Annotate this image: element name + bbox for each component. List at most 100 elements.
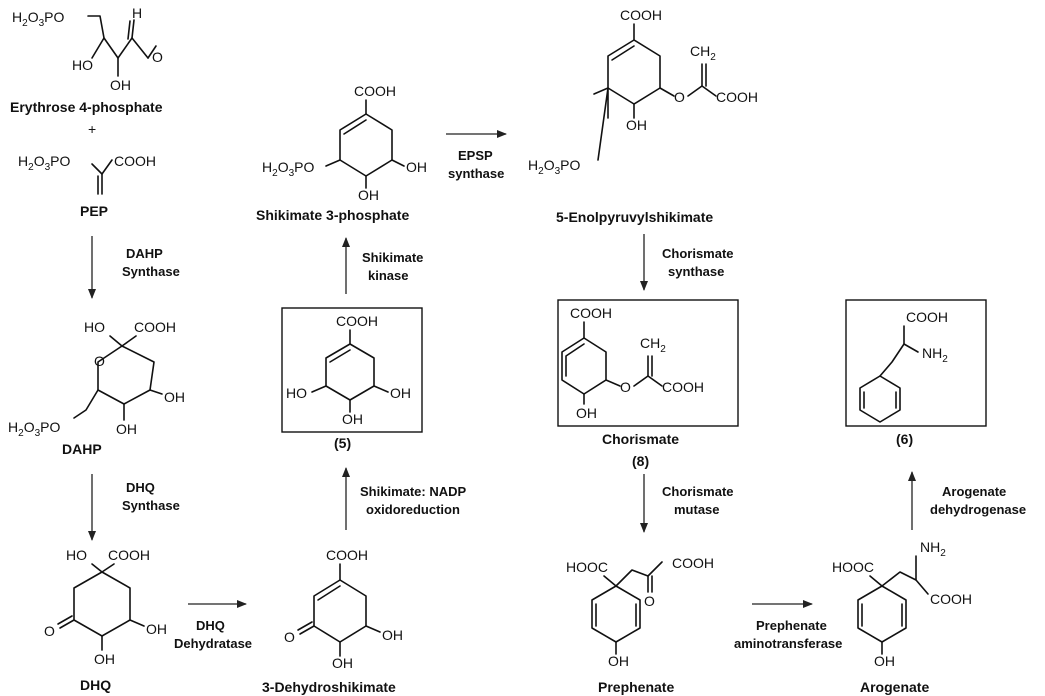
plus-sign: +	[88, 121, 96, 137]
atom-label: H2O3PO	[528, 157, 580, 177]
atom-label: OH	[608, 653, 629, 669]
atom-label: OH	[332, 655, 353, 671]
atom-label: COOH	[326, 547, 368, 563]
atom-label: O	[94, 353, 105, 369]
atom-label: H2O3PO	[8, 419, 60, 439]
dhq-structure: HO COOH O OH OH	[44, 547, 167, 667]
atom-label: OH	[94, 651, 115, 667]
enzyme-dahp-synthase-line2: Synthase	[122, 264, 180, 279]
3-dehydroshikimate-structure: COOH O OH OH	[284, 547, 403, 671]
atom-label: OH	[576, 405, 597, 421]
dahp-structure: HO COOH O OH OH H2O3PO	[8, 319, 185, 439]
atom-label: OH	[382, 627, 403, 643]
atom-label: H2O3PO	[262, 159, 314, 179]
compound-name-pep: PEP	[80, 203, 108, 219]
compound-name-e4p: Erythrose 4-phosphate	[10, 99, 163, 115]
shikimate-3-phosphate-structure: COOH H2O3PO OH OH	[262, 83, 427, 203]
atom-label: COOH	[716, 89, 758, 105]
enzyme-dhq-synthase-line2: Synthase	[122, 498, 180, 513]
atom-label: HO	[66, 547, 87, 563]
atom-label: OH	[390, 385, 411, 401]
compound-name-epsp: 5-Enolpyruvylshikimate	[556, 209, 713, 225]
enzyme-shikimate-nadp-line2: oxidoreduction	[366, 502, 460, 517]
atom-label: OH	[110, 77, 131, 93]
atom-label: HOOC	[566, 559, 608, 575]
compound-name-dahp: DAHP	[62, 441, 102, 457]
atom-label: OH	[342, 411, 363, 427]
enzyme-chorismate-synthase-line1: Chorismate	[662, 246, 734, 261]
prephenate-structure: HOOC O COOH OH	[566, 555, 714, 669]
atom-label: H2O3PO	[12, 9, 64, 29]
enzyme-dhq-synthase-line1: DHQ	[126, 480, 155, 495]
atom-label: HO	[72, 57, 93, 73]
enzyme-dhq-dehydratase-line1: DHQ	[196, 618, 225, 633]
atom-label: OH	[164, 389, 185, 405]
enzyme-shikimate-nadp-line1: Shikimate: NADP	[360, 484, 467, 499]
atom-label: HOOC	[832, 559, 874, 575]
pep-structure: H2O3PO COOH	[18, 153, 156, 195]
arogenate-structure: HOOC NH2 COOH OH	[832, 539, 972, 669]
enzyme-chorismate-mutase-line2: mutase	[674, 502, 720, 517]
compound-number-shikimate: (5)	[334, 435, 351, 451]
atom-label: COOH	[114, 153, 156, 169]
shikimate-box	[281, 307, 423, 433]
phenylalanine-box	[845, 299, 987, 427]
atom-label: O	[44, 623, 55, 639]
atom-label: COOH	[336, 313, 378, 329]
compound-name-dhq: DHQ	[80, 677, 111, 693]
atom-label: COOH	[354, 83, 396, 99]
atom-label: NH2	[922, 345, 948, 365]
atom-label: HO	[84, 319, 105, 335]
enzyme-arogenate-dehydrogenase-line1: Arogenate	[942, 484, 1006, 499]
enzyme-prephenate-aminotransferase-line2: aminotransferase	[734, 636, 842, 651]
atom-label: NH2	[920, 539, 946, 559]
atom-label: O	[674, 89, 685, 105]
atom-label: OH	[116, 421, 137, 437]
atom-label: CH2	[640, 335, 666, 355]
shikimate-structure: COOH HO OH OH	[286, 313, 411, 427]
atom-label: COOH	[570, 305, 612, 321]
compound-number-chorismate: (8)	[632, 453, 649, 469]
atom-label: O	[620, 379, 631, 395]
atom-label: COOH	[672, 555, 714, 571]
atom-label: COOH	[620, 7, 662, 23]
compound-name-arogenate: Arogenate	[860, 679, 929, 695]
compound-name-s3p: Shikimate 3-phosphate	[256, 207, 409, 223]
enzyme-shikimate-kinase-line2: kinase	[368, 268, 408, 283]
atom-label: OH	[874, 653, 895, 669]
enzyme-epsp-synthase-line1: EPSP	[458, 148, 493, 163]
atom-label: OH	[626, 117, 647, 133]
atom-label: H2O3PO	[18, 153, 70, 173]
enzyme-chorismate-mutase-line1: Chorismate	[662, 484, 734, 499]
erythrose-4-phosphate-structure: H2O3PO H O HO OH	[12, 5, 163, 93]
enzyme-prephenate-aminotransferase-line1: Prephenate	[756, 618, 827, 633]
enzyme-epsp-synthase-line2: synthase	[448, 166, 504, 181]
enzyme-chorismate-synthase-line2: synthase	[668, 264, 724, 279]
chorismate-structure: COOH O CH2 COOH OH	[561, 305, 704, 421]
atom-label: H	[132, 5, 142, 21]
atom-label: CH2	[690, 43, 716, 63]
atom-label: O	[644, 593, 655, 609]
enzyme-arogenate-dehydrogenase-line2: dehydrogenase	[930, 502, 1026, 517]
atom-label: COOH	[108, 547, 150, 563]
atom-label: HO	[286, 385, 307, 401]
enzyme-shikimate-kinase-line1: Shikimate	[362, 250, 423, 265]
compound-number-phenylalanine: (6)	[896, 431, 913, 447]
atom-label: COOH	[930, 591, 972, 607]
atom-label: COOH	[906, 309, 948, 325]
phenylalanine-structure: COOH NH2	[859, 309, 948, 423]
atom-label: OH	[146, 621, 167, 637]
epsp-structure: COOH H2O3PO O CH2 COOH OH	[528, 7, 758, 177]
atom-label: COOH	[662, 379, 704, 395]
compound-name-chorismate: Chorismate	[602, 431, 679, 447]
atom-label: OH	[406, 159, 427, 175]
atom-label: O	[152, 49, 163, 65]
compound-name-prephenate: Prephenate	[598, 679, 674, 695]
atom-label: COOH	[134, 319, 176, 335]
atom-label: O	[284, 629, 295, 645]
chorismate-box	[557, 299, 739, 427]
compound-name-dhs: 3-Dehydroshikimate	[262, 679, 396, 695]
enzyme-dhq-dehydratase-line2: Dehydratase	[174, 636, 252, 651]
atom-label: OH	[358, 187, 379, 203]
